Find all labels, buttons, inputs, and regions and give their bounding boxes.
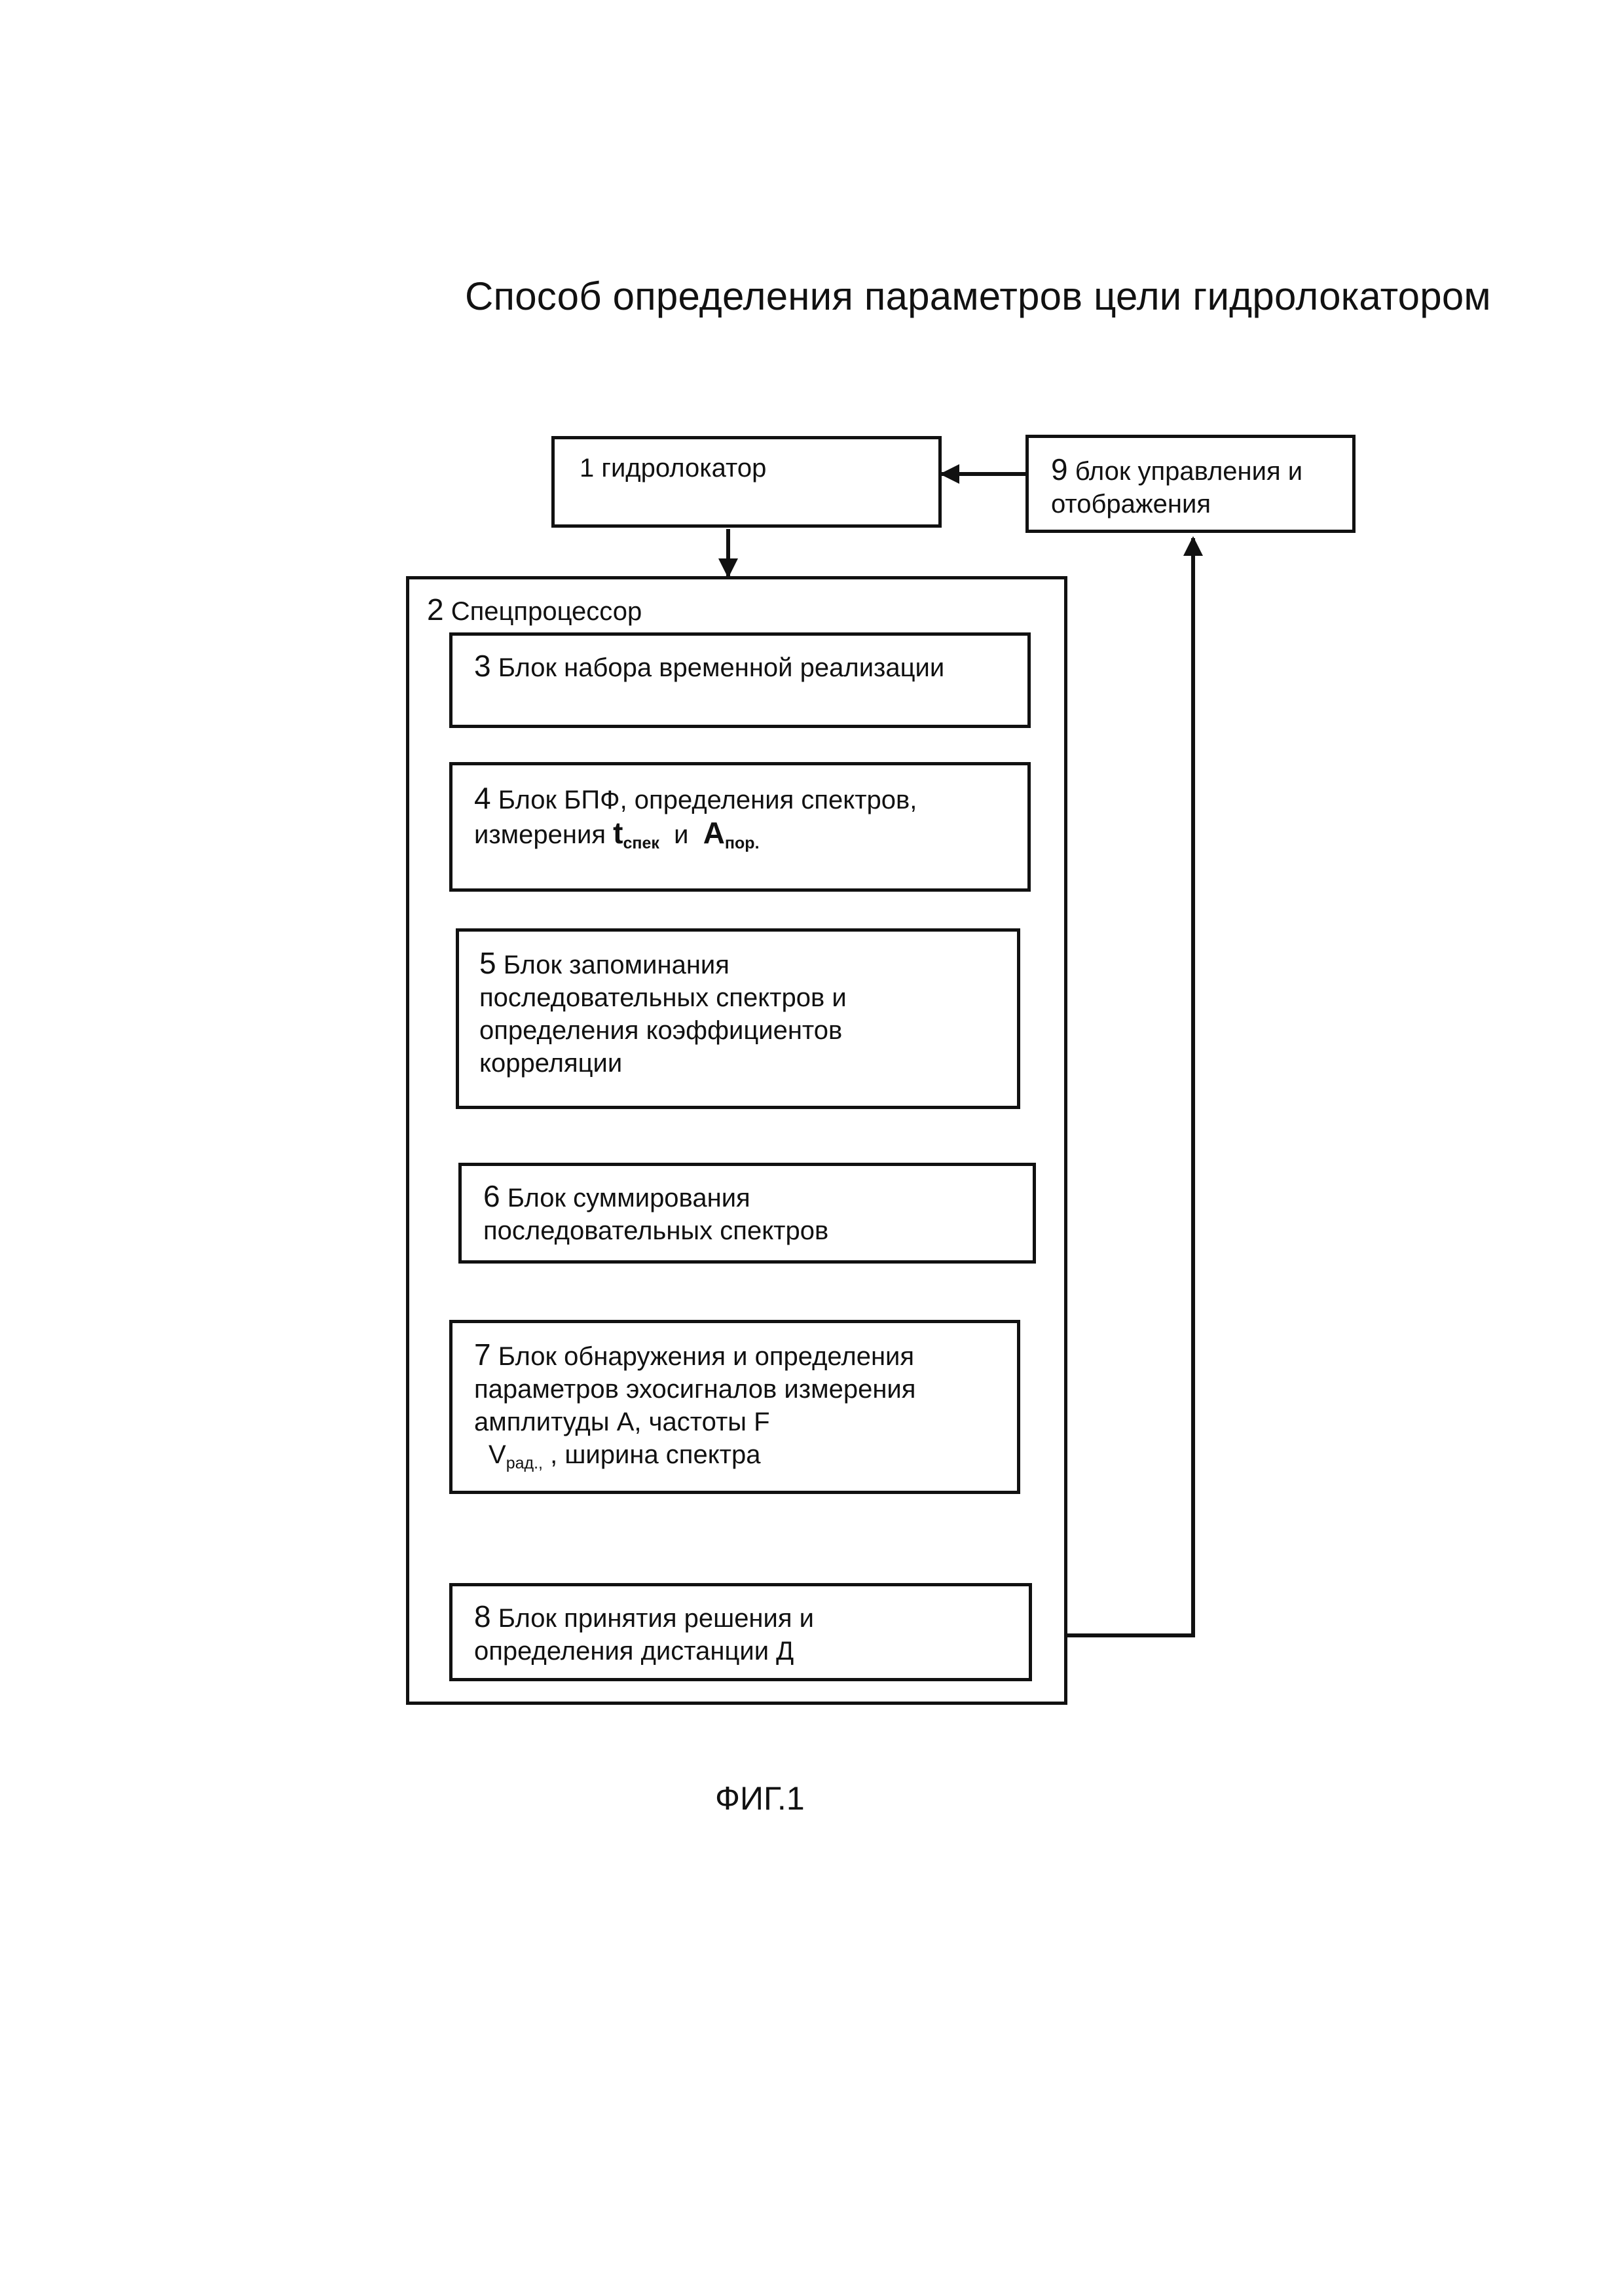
block-7-line-4-rest: , ширина спектра (542, 1440, 761, 1469)
feedback-8-to-9 (1067, 536, 1203, 1637)
block-8-line-2: определения дистанции Д (474, 1637, 794, 1666)
block-7-detection-parameters (449, 1320, 1020, 1494)
block-5-line-4: корреляции (479, 1049, 623, 1078)
t-spec-symbol: t (613, 816, 623, 850)
block-9-line-2: отображения (1051, 490, 1211, 519)
block-1-sonar (551, 436, 942, 528)
block-7-text: 7 Блок обнаружения и определения парамет… (474, 1338, 915, 1474)
block-4-line-2-prefix: измерения (474, 820, 614, 849)
block-4-and: и (659, 820, 703, 849)
block-7-line-3: амплитуды А, частоты F (474, 1408, 770, 1436)
v-radial-symbol: V (489, 1440, 506, 1469)
block-3-number: 3 (474, 649, 491, 683)
block-9-text: 9 блок управления и отображения (1051, 453, 1302, 520)
block-3-text: 3 Блок набора временной реализации (474, 649, 944, 684)
block-8-text: 8 Блок принятия решения и определения ди… (474, 1600, 814, 1667)
block-9-number: 9 (1051, 452, 1068, 486)
block-2-number: 2 (427, 592, 444, 627)
block-6-text: 6 Блок суммирования последовательных спе… (483, 1180, 828, 1247)
block-2-label: Спецпроцессор (451, 597, 642, 626)
block-6-line-2: последовательных спектров (483, 1216, 829, 1245)
block-4-fft-spectra (449, 762, 1031, 892)
block-5-spectra-memory-correlation (456, 928, 1020, 1109)
block-4-line-1: Блок БПФ, определения спектров, (498, 786, 917, 814)
block-8-decision-distance (449, 1583, 1032, 1681)
figure-caption: ФИГ.1 (715, 1780, 805, 1817)
v-radial-subscript: рад., (506, 1454, 543, 1472)
block-1-label: гидролокатор (601, 454, 767, 483)
block-1-text: 1 гидролокатор (580, 452, 766, 484)
block-8-number: 8 (474, 1599, 491, 1633)
block-6-number: 6 (483, 1179, 500, 1213)
block-5-text: 5 Блок запоминания последовательных спек… (479, 947, 847, 1080)
block-5-line-3: определения коэффициентов (479, 1016, 843, 1045)
block-7-line-1: Блок обнаружения и определения (498, 1342, 915, 1371)
block-7-line-2: параметров эхосигналов измерения (474, 1375, 916, 1404)
block-1-number: 1 (580, 454, 595, 483)
a-threshold-subscript: пор. (724, 834, 760, 852)
block-8-line-1: Блок принятия решения и (498, 1604, 814, 1633)
block-7-number: 7 (474, 1338, 491, 1372)
block-9-line-1: блок управления и (1075, 457, 1303, 486)
block-6-line-1: Блок суммирования (507, 1184, 750, 1212)
block-6-spectra-summation (458, 1163, 1036, 1264)
block-2-special-processor (406, 576, 1067, 1705)
block-9-control-display (1025, 435, 1356, 533)
block-4-text: 4 Блок БПФ, определения спектров, измере… (474, 782, 917, 854)
block-5-line-2: последовательных спектров и (479, 983, 847, 1012)
a-threshold-symbol: A (703, 816, 725, 850)
block-2-text: 2 Спецпроцессор (427, 593, 642, 628)
block-5-number: 5 (479, 946, 496, 980)
block-3-label: Блок набора временной реализации (498, 653, 945, 682)
block-4-number: 4 (474, 781, 491, 815)
t-spec-subscript: спек (623, 834, 659, 852)
page-title: Способ определения параметров цели гидро… (465, 274, 1491, 318)
block-3-time-realization (449, 632, 1031, 728)
block-5-line-1: Блок запоминания (503, 951, 729, 979)
